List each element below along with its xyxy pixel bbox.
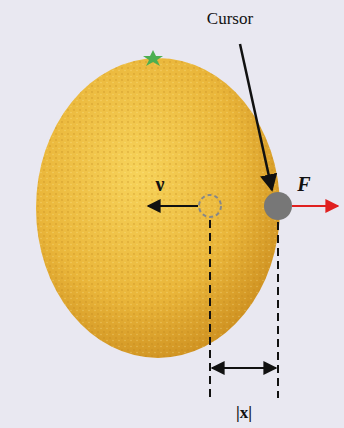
cursor-label: Cursor xyxy=(207,10,253,27)
cursor-point xyxy=(264,192,292,220)
orange xyxy=(36,58,280,358)
dimension-label: |x| xyxy=(236,404,252,421)
force-arrow xyxy=(292,205,338,207)
stem xyxy=(143,50,163,66)
previous-position xyxy=(199,195,221,217)
dimension-arrow xyxy=(212,367,276,369)
dimension-line xyxy=(209,220,211,398)
velocity-arrow xyxy=(148,205,198,207)
velocity-label: ν xyxy=(156,174,165,194)
force-label: F xyxy=(297,174,310,194)
dimension-line xyxy=(277,222,279,398)
cursor-leader xyxy=(240,44,272,190)
